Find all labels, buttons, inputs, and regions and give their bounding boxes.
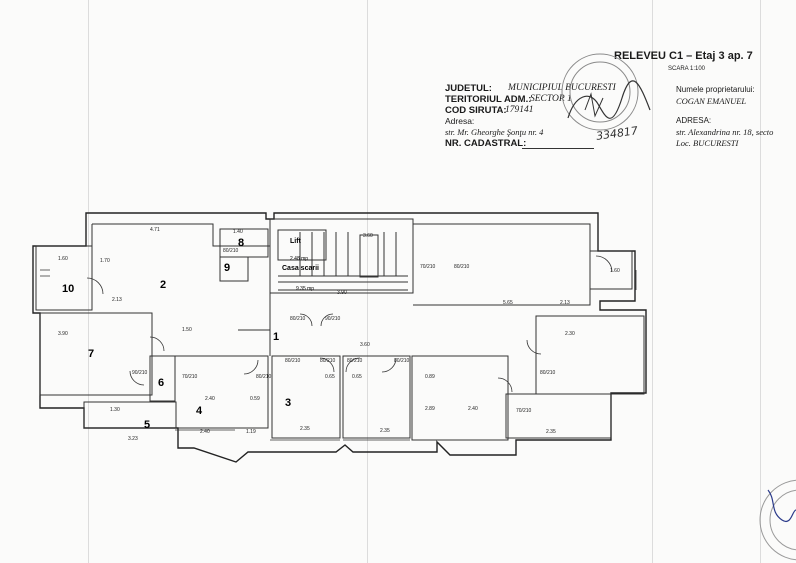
door-labels: 80/210 80/210 90/210 80/210 80/210 80/21… — [132, 248, 556, 414]
owner-value: COGAN EMANUEL — [676, 96, 747, 106]
room-4-number: 4 — [196, 405, 203, 417]
signature-scribble — [567, 80, 651, 119]
adresa2-value: str. Alexandrina nr. 18, secto — [676, 127, 774, 137]
inner-walls — [35, 218, 645, 441]
room-3-number: 3 — [285, 397, 291, 409]
door-label: 80/210 — [394, 358, 410, 364]
cadastral-underline — [522, 148, 594, 149]
dim-text: 1.60 — [610, 268, 620, 274]
dim-text: 2.35 — [546, 429, 556, 435]
room-9-number: 9 — [224, 262, 230, 274]
door-label: 70/210 — [516, 408, 532, 414]
door-label: 70/210 — [420, 264, 436, 270]
document-title: RELEVEU C1 – Etaj 3 ap. 7 — [614, 50, 753, 62]
dim-text: 2.40 — [205, 396, 215, 402]
room-5-number: 5 — [144, 419, 150, 431]
room-7-number: 7 — [88, 348, 94, 360]
judet-label: JUDETUL: — [445, 83, 492, 94]
dim-text: 0.89 — [425, 374, 435, 380]
room-6-number: 6 — [158, 377, 164, 389]
dimension-labels: 4.71 1.40 3.60 1.60 1.70 2.13 3.90 1.50 … — [58, 227, 620, 442]
siruta-value: 179141 — [505, 105, 534, 115]
fold-line — [652, 0, 653, 563]
dim-text: 3.23 — [128, 436, 138, 442]
stair-area: 9.35 mp — [296, 286, 314, 292]
door-label: 90/210 — [325, 316, 341, 322]
dim-text: 5.65 — [503, 300, 513, 306]
corner-stamp — [759, 479, 796, 561]
door-label: 80/210 — [256, 374, 272, 380]
signature-scribble-2 — [584, 92, 604, 118]
lift-area: 2.48 mp — [290, 256, 308, 262]
dim-text: 1.40 — [233, 229, 243, 235]
dim-text: 2.13 — [560, 300, 570, 306]
dim-text: 2.40 — [200, 429, 210, 435]
door-swings — [86, 255, 613, 393]
outer-wall — [32, 212, 647, 463]
adresa-value: str. Mr. Gheorghe Şonţu nr. 4 — [445, 127, 544, 137]
dim-text: 3.90 — [58, 331, 68, 337]
door-label: 80/210 — [320, 358, 336, 364]
windows — [39, 269, 645, 441]
room-1-number: 1 — [273, 331, 279, 343]
dim-text: 2.35 — [300, 426, 310, 432]
door-label: 70/210 — [182, 374, 198, 380]
dim-text: 1.60 — [58, 256, 68, 262]
stair-label: Casa scarii — [282, 265, 319, 272]
dim-text: 2.30 — [565, 331, 575, 337]
door-label: 80/210 — [540, 370, 556, 376]
adresa2-label: ADRESA: — [676, 116, 712, 125]
adresa-label: Adresa: — [445, 116, 475, 126]
room-8-number: 8 — [238, 237, 244, 249]
door-label: 80/210 — [347, 358, 363, 364]
dim-text: 3.60 — [360, 342, 370, 348]
dim-text: 2.40 — [468, 406, 478, 412]
loc-value: Loc. BUCURESTI — [676, 138, 739, 148]
dim-text: 2.89 — [425, 406, 435, 412]
door-label: 80/210 — [290, 316, 306, 322]
siruta-label: COD SIRUTA: — [445, 105, 507, 116]
dim-text: 2.13 — [112, 297, 122, 303]
dim-text: 3.60 — [363, 233, 373, 239]
dim-text: 0.59 — [250, 396, 260, 402]
dim-text: 1.19 — [246, 429, 256, 435]
door-label: 80/210 — [285, 358, 301, 364]
dim-text: 1.70 — [100, 258, 110, 264]
dim-text: 0.65 — [325, 374, 335, 380]
corner-signature — [767, 489, 796, 523]
dim-text: 0.65 — [352, 374, 362, 380]
cadastral-label: NR. CADASTRAL: — [445, 138, 527, 149]
room-10-number: 10 — [62, 283, 74, 295]
teritoriu-value: SECTOR 1 — [530, 94, 572, 104]
door-label: 80/210 — [223, 248, 239, 254]
fold-line — [88, 0, 89, 563]
teritoriu-label: TERITORIUL ADM.: — [445, 94, 532, 105]
lift-label: Lift — [290, 238, 302, 245]
door-label: 90/210 — [132, 370, 148, 376]
dim-text: 1.30 — [110, 407, 120, 413]
owner-label: Numele proprietarului: — [676, 85, 755, 94]
dim-text: 2.35 — [380, 428, 390, 434]
round-stamp — [561, 53, 639, 131]
scale-label: SCARA 1:100 — [668, 66, 706, 72]
dim-text: 3.90 — [337, 290, 347, 296]
dim-text: 4.71 — [150, 227, 160, 233]
dim-text: 1.50 — [182, 327, 192, 333]
fold-line — [760, 0, 761, 563]
room-2-number: 2 — [160, 279, 166, 291]
door-label: 80/210 — [454, 264, 470, 270]
